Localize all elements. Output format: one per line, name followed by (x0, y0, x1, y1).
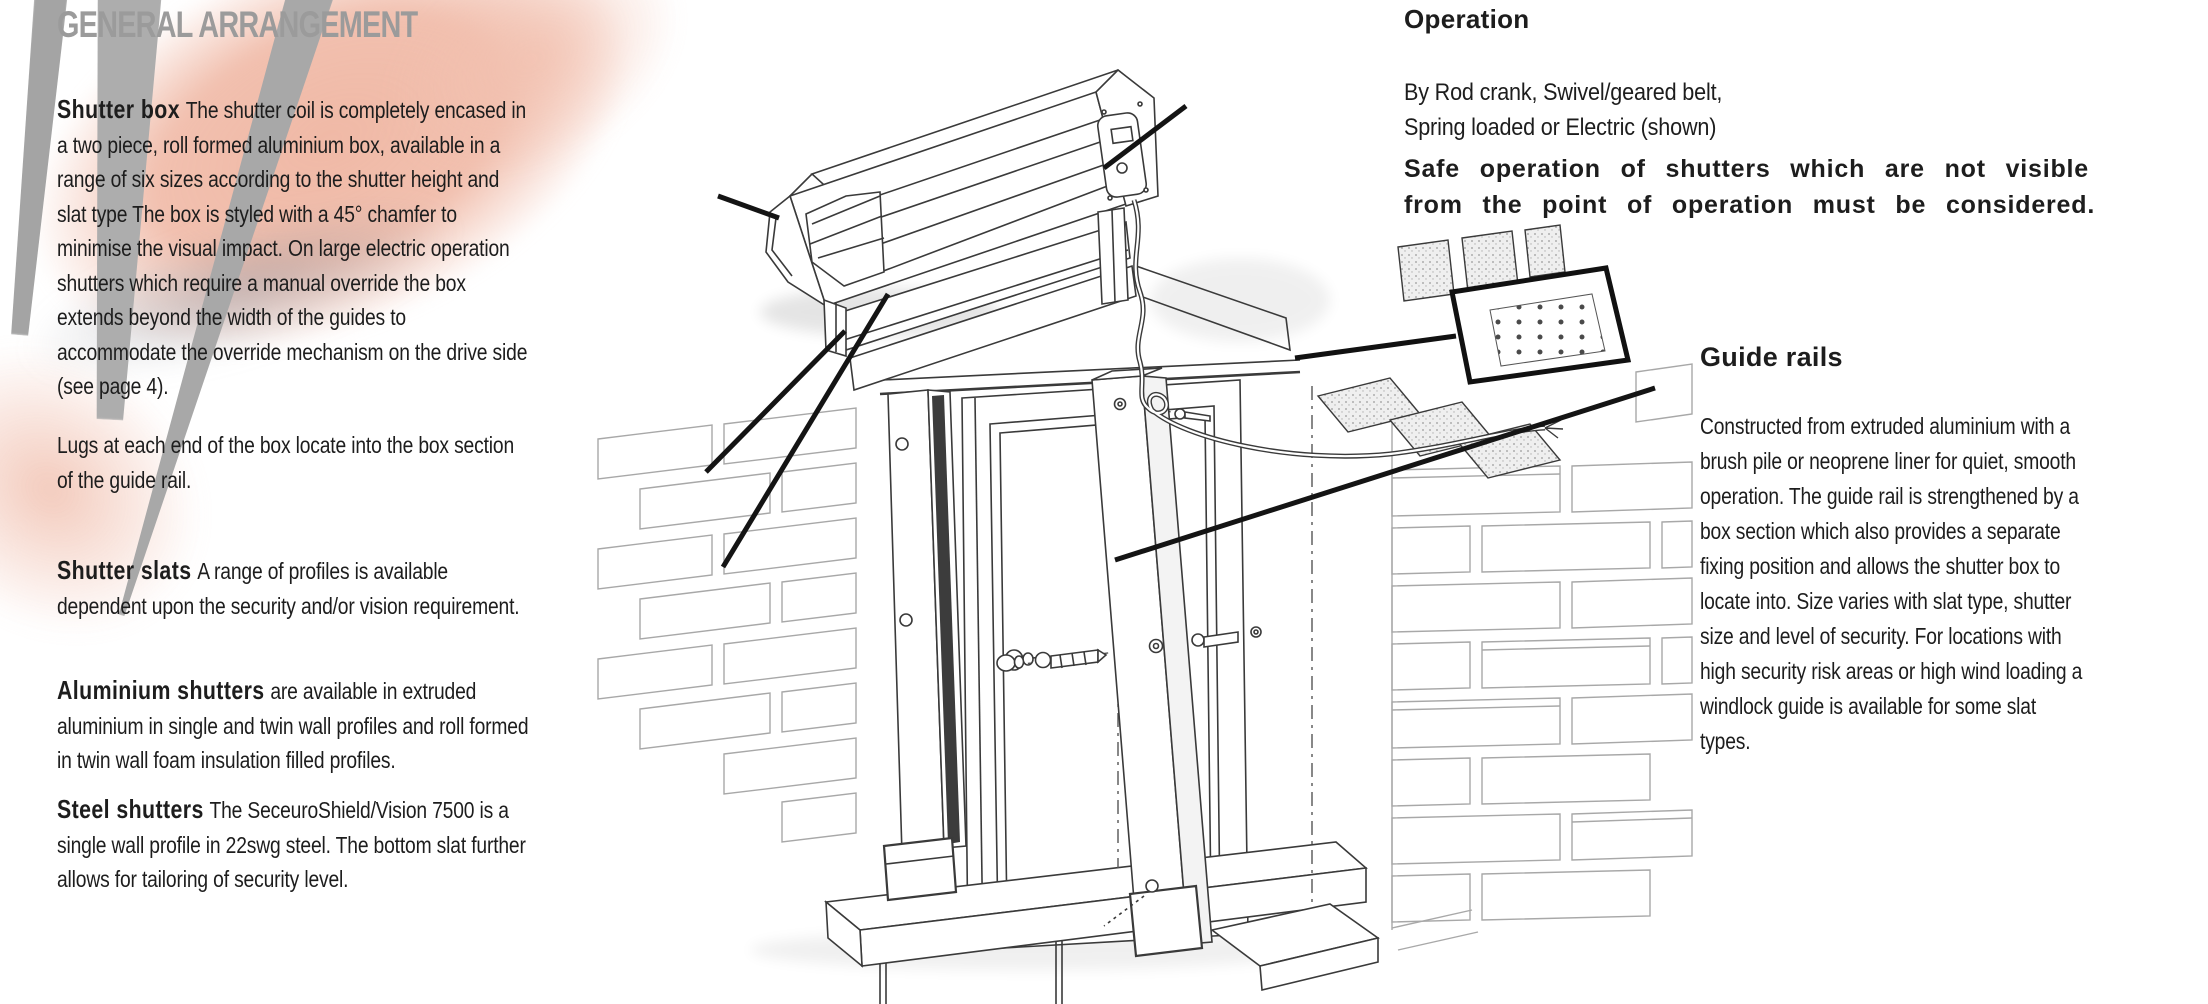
leader-lines (704, 104, 1656, 569)
section-heading: Shutter box (57, 94, 180, 124)
guide-rail-left (882, 389, 967, 902)
guide-rail-right (1091, 367, 1213, 958)
vent-drawing (1294, 224, 1632, 479)
section-body: The SeceuroShield/Vision 7500 is a singl… (57, 797, 526, 892)
operation-line: By Rod crank, Swivel/geared belt, (1404, 79, 1723, 106)
operation-block: Operation By Rod crank, Swivel/geared be… (1404, 0, 2204, 223)
box-lug-left (823, 298, 847, 358)
leader-line-operation (1102, 104, 1188, 170)
operation-heading: Operation (1404, 4, 1530, 34)
section-heading: Aluminium shutters (57, 675, 265, 705)
section-lugs-note: Lugs at each end of the box locate into … (57, 428, 529, 497)
section-body: The shutter coil is completely encased i… (57, 97, 528, 399)
fixing-screws (996, 397, 1262, 672)
operation-warning-line: from the point of operation must be cons… (1404, 191, 2096, 219)
guide-rails-heading: Guide rails (1700, 342, 1843, 372)
leader-line-shutter-box (717, 193, 780, 221)
leader-line-guide-rails (1114, 385, 1656, 563)
page-title: GENERAL ARRANGEMENT (57, 4, 418, 45)
section-heading: Steel shutters (57, 794, 204, 824)
brickwork-left (597, 407, 857, 843)
operation-warning: Safe operation of shutters which are not… (1404, 151, 2204, 223)
operation-line: Spring loaded or Electric (shown) (1404, 114, 1717, 141)
leader-line-shutter-slats (720, 292, 891, 569)
section-body: A range of profiles is available depende… (57, 558, 520, 619)
motor-drawing (1095, 68, 1159, 208)
leader-line-lugs (704, 329, 847, 474)
sill-drawing (824, 841, 1380, 1004)
guide-rails-body: Constructed from extruded aluminium with… (1700, 413, 2083, 754)
brush-channel (932, 395, 960, 844)
curtain-and-lintel (823, 207, 1291, 392)
guide-rails-block: Guide rails Constructed from extruded al… (1700, 342, 2208, 759)
section-body: Lugs at each end of the box locate into … (57, 432, 515, 493)
operation-lines: By Rod crank, Swivel/geared belt, Spring… (1404, 75, 2196, 145)
operation-warning-line: Safe operation of shutters which are not… (1404, 155, 2090, 183)
section-body: are available in extruded aluminium in s… (57, 678, 529, 773)
section-heading: Shutter slats (57, 555, 192, 585)
shutter-box-drawing (765, 68, 1159, 308)
brickwork-right (1391, 363, 1693, 951)
cable-drawing (1131, 199, 1564, 459)
